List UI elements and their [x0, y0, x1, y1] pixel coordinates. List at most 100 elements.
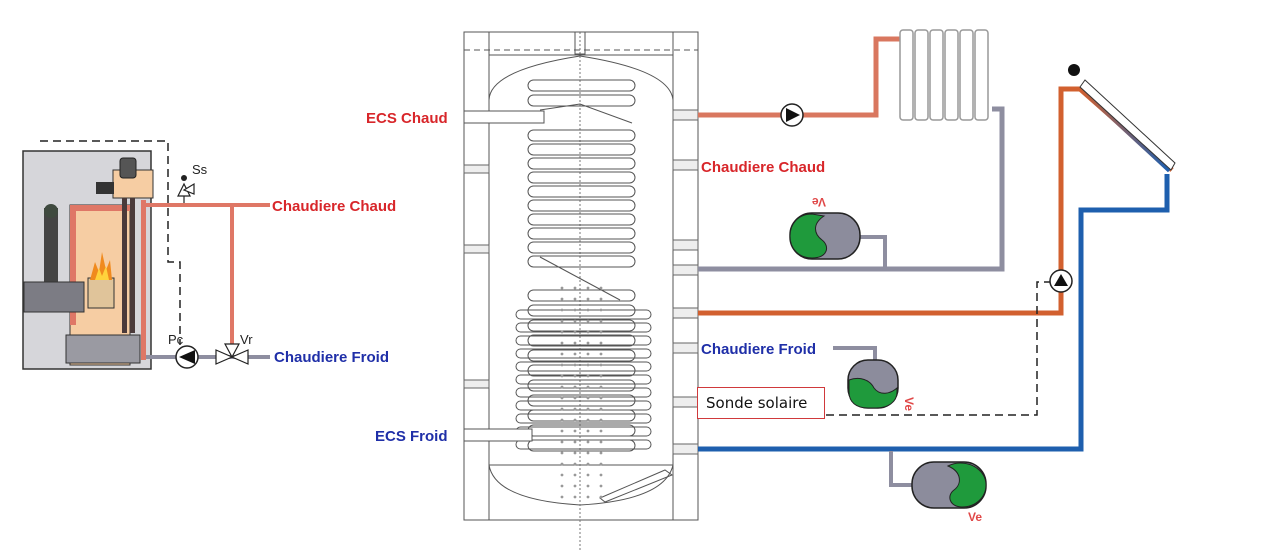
coil-dot: [560, 462, 564, 466]
coil-dot: [560, 440, 564, 444]
coil-link: [539, 256, 621, 301]
coil-turn: [527, 334, 636, 347]
coil-dot: [573, 407, 577, 411]
solar-probe-label: Sonde solaire: [697, 387, 825, 419]
coil-turn: [515, 309, 652, 320]
coil-dot: [573, 451, 577, 455]
pipe-solar-hot: [698, 86, 1174, 316]
coil-turn: [527, 143, 636, 156]
coil-turn: [527, 185, 636, 198]
coil-turn: [527, 289, 636, 302]
tank-ports: [463, 109, 699, 455]
pipe-heating-supply: [698, 36, 902, 118]
coil-dot: [586, 418, 590, 422]
coil-dot: [599, 418, 603, 422]
coil-dot: [560, 330, 564, 334]
mixing-valve-icon: [215, 343, 249, 365]
coil-turn: [515, 413, 652, 424]
coil-dot: [560, 407, 564, 411]
coil-dot: [599, 473, 603, 477]
coil-dot: [599, 374, 603, 378]
radiator-icon: [899, 29, 989, 121]
coil-dot: [573, 308, 577, 312]
coil-dot: [573, 473, 577, 477]
coil-dot: [599, 484, 603, 488]
label-tank-boiler-hot: Chaudiere Chaud: [701, 159, 826, 176]
ecs-cold-port: [463, 428, 533, 442]
label-pump-circulator: Pc: [168, 332, 184, 347]
coil-dot: [573, 429, 577, 433]
coil-dot: [599, 396, 603, 400]
coil-dot: [573, 341, 577, 345]
lower-heat-coil: [515, 289, 674, 503]
coil-dot: [586, 374, 590, 378]
label-boiler-cold: Chaudiere Froid: [274, 349, 390, 366]
coil-dot: [573, 286, 577, 290]
coil-turn: [527, 129, 636, 142]
coil-turn: [515, 322, 652, 333]
coil-dot: [599, 319, 603, 323]
coil-turn: [527, 379, 636, 392]
coil-dot: [586, 451, 590, 455]
coil-dot: [586, 495, 590, 499]
coil-dot: [560, 495, 564, 499]
motor-side: [96, 182, 114, 194]
label-boiler-hot: Chaudiere Chaud: [272, 198, 397, 215]
coil-turn: [527, 349, 636, 362]
radiator-fin: [959, 29, 974, 121]
radiator-fin: [929, 29, 944, 121]
coil-dot: [560, 385, 564, 389]
coil-turn: [527, 304, 636, 317]
coil-dot: [560, 429, 564, 433]
label-vessel-heating: Ve: [812, 195, 827, 209]
pipe-solar-cold: [698, 174, 1170, 452]
coil-turn: [527, 227, 636, 240]
coil-dot: [573, 418, 577, 422]
safety-valve-icon: [177, 175, 195, 203]
coil-dot: [599, 286, 603, 290]
coil-dot: [573, 484, 577, 488]
hopper-column: [44, 208, 58, 288]
coil-dot: [586, 440, 590, 444]
pump-solar-icon: [1049, 269, 1073, 293]
radiator-fin: [974, 29, 989, 121]
coil-dot: [573, 374, 577, 378]
label-safety-valve: Ss: [192, 162, 208, 177]
auger-1: [122, 198, 127, 333]
pipe-tank-boiler-cold: [833, 346, 877, 360]
hot-riser: [141, 200, 146, 360]
coil-dot: [599, 495, 603, 499]
coil-dot: [573, 297, 577, 301]
coil-dot: [573, 319, 577, 323]
pump-heating-icon: [780, 103, 804, 127]
coil-turn: [515, 374, 652, 385]
coil-turn: [527, 171, 636, 184]
feeder: [23, 281, 85, 313]
upper-heat-coil: [527, 79, 636, 301]
coil-dot: [586, 363, 590, 367]
coil-dot: [573, 330, 577, 334]
coil-dot: [599, 429, 603, 433]
coil-turn: [527, 79, 636, 92]
label-vessel-boiler: Ve: [902, 396, 917, 412]
pellet-boiler: [22, 150, 154, 370]
coil-dot: [560, 363, 564, 367]
solar-coil-dots: [560, 286, 603, 499]
coil-dot: [586, 308, 590, 312]
hopper-cap: [44, 204, 58, 218]
pellet-pot: [87, 277, 115, 309]
coil-dot: [586, 462, 590, 466]
coil-dot: [573, 352, 577, 356]
tank-outer: [463, 31, 699, 521]
coil-turn: [527, 319, 636, 332]
pipe-vessel-heating: [860, 235, 887, 269]
label-mixing-valve: Vr: [240, 332, 253, 347]
coil-turn: [515, 335, 652, 346]
coil-dot: [560, 286, 564, 290]
radiator-fin: [899, 29, 914, 121]
flame-core: [95, 266, 109, 280]
coil-dot: [573, 495, 577, 499]
ash-box: [65, 334, 141, 364]
label-ecs-hot: ECS Chaud: [366, 110, 448, 127]
